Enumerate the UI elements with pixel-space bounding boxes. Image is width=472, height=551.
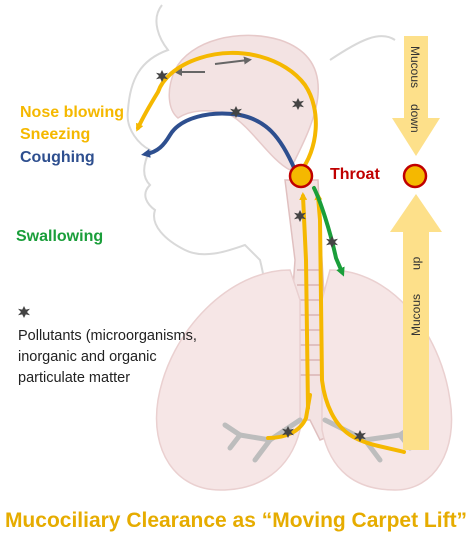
sneezing-label: Sneezing bbox=[20, 126, 91, 143]
coughing-label: Coughing bbox=[20, 149, 95, 166]
diagram-caption: Mucociliary Clearance as “Moving Carpet … bbox=[4, 509, 468, 532]
legend-line: inorganic and organic bbox=[18, 349, 157, 365]
mucous-up-path[interactable] bbox=[314, 192, 406, 454]
throat-label: Throat bbox=[330, 166, 380, 183]
legend-line: particulate matter bbox=[18, 370, 131, 386]
throat-marker-icon bbox=[288, 163, 314, 189]
left-lung bbox=[155, 269, 301, 491]
nose-blowing-label: Nose blowing bbox=[20, 104, 124, 121]
swallowing-label: Swallowing bbox=[16, 228, 104, 245]
throat-marker-icon bbox=[402, 163, 428, 189]
nasal-flow-arrow bbox=[214, 56, 252, 65]
mucous-up-path-left[interactable] bbox=[266, 393, 312, 440]
nasal-cavity bbox=[168, 34, 319, 172]
pollutants-legend: Pollutants (microorganisms, inorganic an… bbox=[18, 326, 228, 389]
nose-blowing-path[interactable] bbox=[136, 50, 318, 174]
pollutant-particle-icon bbox=[18, 306, 30, 318]
mucous-down-arrow bbox=[392, 36, 440, 156]
right-lung bbox=[321, 269, 453, 491]
head-profile bbox=[126, 4, 396, 381]
mucous-down-word2: down bbox=[408, 104, 422, 133]
pollutant-particle-icon bbox=[326, 236, 338, 248]
mucous-down-word1: Mucous bbox=[408, 46, 422, 89]
mucous-up-word1: up bbox=[409, 256, 423, 270]
mucous-up-arrow bbox=[390, 194, 442, 450]
mucous-up-word2: Mucous bbox=[409, 293, 423, 336]
coughing-path[interactable] bbox=[141, 111, 297, 172]
legend-line: Pollutants (microorganisms, bbox=[18, 328, 197, 344]
swallowing-path[interactable] bbox=[312, 186, 345, 277]
